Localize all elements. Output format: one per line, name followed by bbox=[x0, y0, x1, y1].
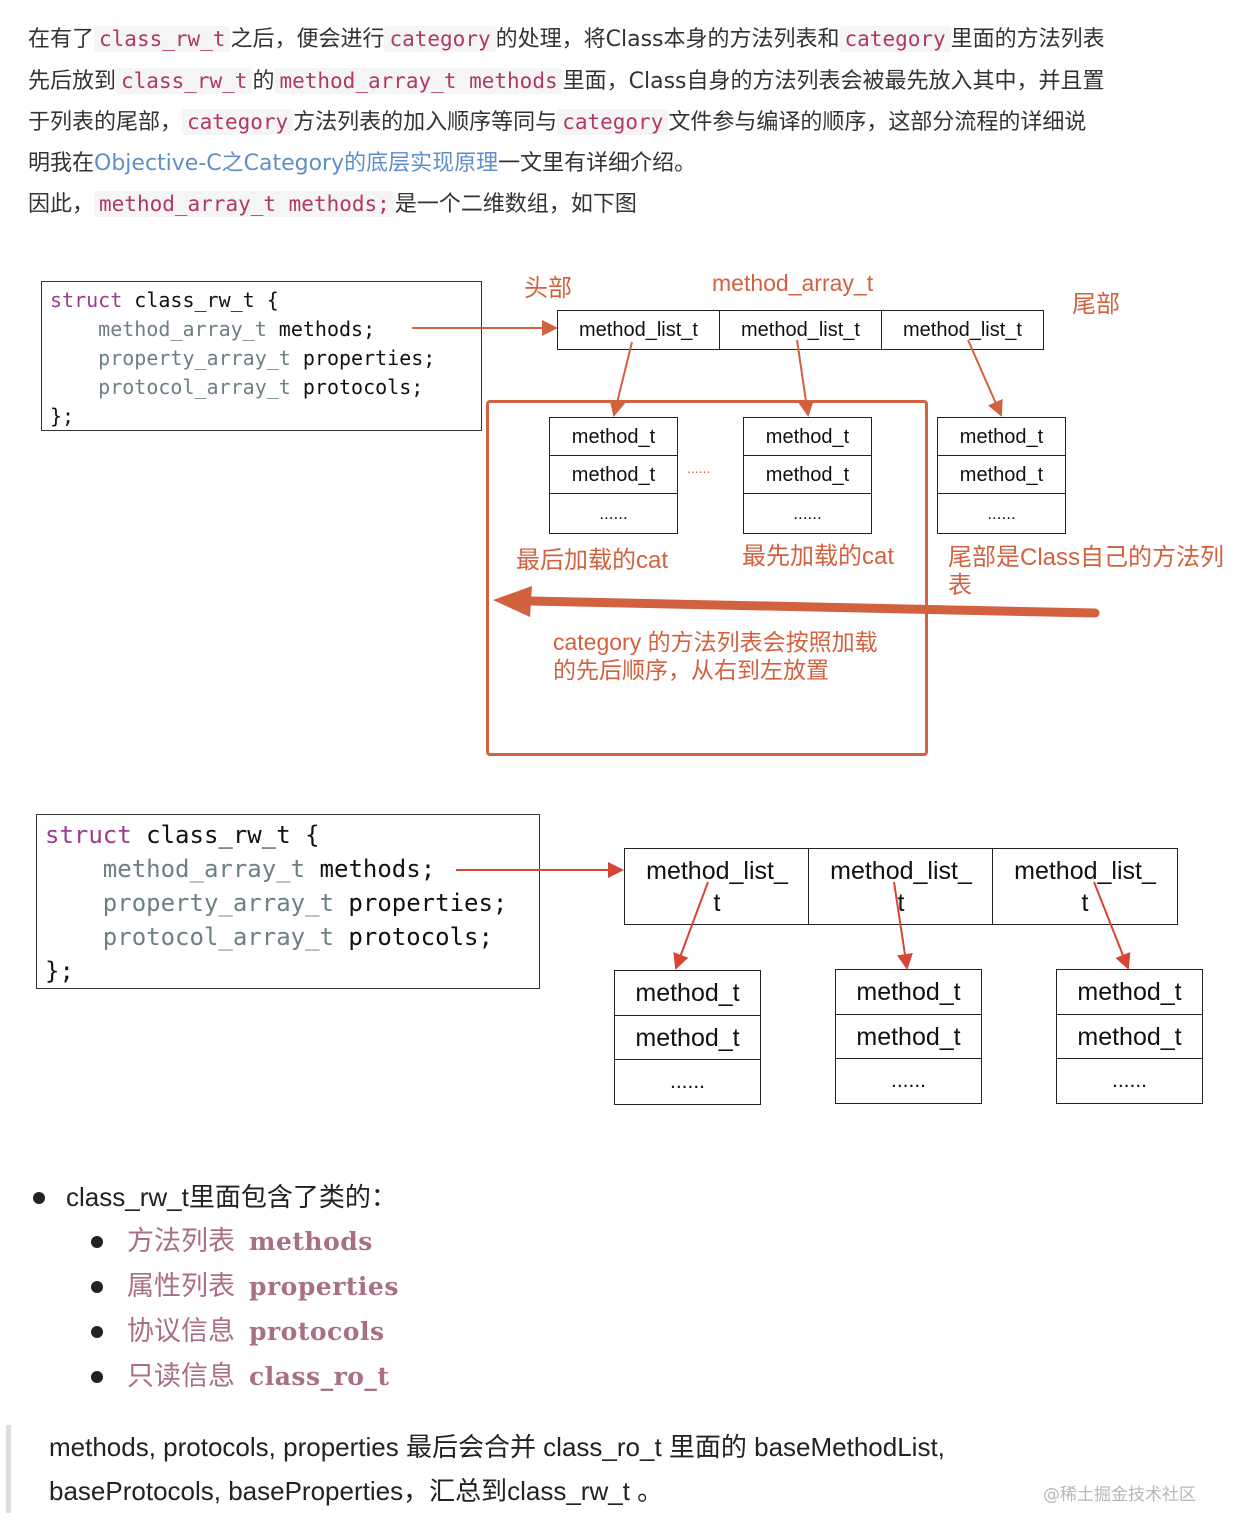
method-cell: ...... bbox=[614, 1059, 761, 1105]
method-cell: method_t bbox=[743, 417, 872, 457]
method-list-cell: method_list_t bbox=[624, 848, 810, 925]
inline-code: class_rw_t bbox=[116, 67, 253, 94]
list-1-arrow bbox=[673, 881, 709, 970]
caption-first-loaded: 最先加载的cat bbox=[742, 543, 895, 570]
category-region-box bbox=[486, 400, 928, 756]
inline-code: category bbox=[182, 109, 294, 136]
method-cell: ...... bbox=[549, 493, 678, 534]
quote-line-2: baseProtocols, baseProperties，汇总到class_r… bbox=[49, 1476, 664, 1506]
method-cell: ...... bbox=[937, 493, 1066, 534]
tail-label: 尾部 bbox=[1072, 291, 1120, 318]
method-array-label: method_array_t bbox=[712, 270, 874, 296]
method-cell: method_t bbox=[549, 455, 678, 495]
diagram-1-arrows bbox=[412, 320, 1100, 618]
struct-code-box: struct class_rw_t { method_array_t metho… bbox=[36, 814, 540, 989]
watermark: @稀土掘金技术社区 bbox=[1043, 1485, 1196, 1505]
method-list-cell: method_list_t bbox=[808, 848, 994, 925]
list-3-arrow bbox=[967, 339, 1003, 417]
inline-code: class_rw_t bbox=[94, 26, 231, 52]
order-note: category 的方法列表会按照加载 的先后顺序，从右到左放置 bbox=[553, 629, 878, 683]
method-cell: method_t bbox=[1056, 969, 1203, 1016]
diagram-2-arrows bbox=[456, 862, 1131, 970]
method-cell: method_t bbox=[835, 1014, 982, 1060]
inline-code: category bbox=[384, 26, 496, 52]
caption-last-loaded: 最后加载的cat bbox=[516, 547, 669, 574]
method-list-cell: method_list_t bbox=[992, 848, 1178, 925]
quote-line-1: methods, protocols, properties 最后会合并 cla… bbox=[49, 1432, 945, 1462]
method-cell: method_t bbox=[743, 455, 872, 495]
method-cell: method_t bbox=[614, 1015, 761, 1061]
method-list-cell: method_list_t bbox=[719, 310, 882, 350]
intro-line-5: 因此，method_array_t methods;是一个二维数组，如下图 bbox=[28, 191, 637, 218]
load-order-arrow bbox=[525, 596, 1100, 618]
inline-code: category bbox=[839, 26, 951, 52]
inline-code: method_array_t methods bbox=[274, 67, 563, 94]
method-cell: method_t bbox=[549, 417, 678, 457]
method-cell: ...... bbox=[743, 493, 872, 534]
intro-line-4: 明我在Objective-C之Category的底层实现原理一文里有详细介绍。 bbox=[28, 150, 697, 176]
load-order-arrowhead bbox=[493, 586, 532, 617]
method-cell: ...... bbox=[1056, 1058, 1203, 1104]
category-article-link[interactable]: Objective-C之Category的底层实现原理 bbox=[94, 150, 499, 176]
method-list-cell: method_list_t bbox=[881, 310, 1044, 350]
inline-code: method_array_t methods; bbox=[94, 191, 395, 218]
method-cell: method_t bbox=[614, 970, 761, 1017]
head-label: 头部 bbox=[524, 275, 572, 302]
inline-code: category bbox=[557, 109, 669, 136]
blockquote: methods, protocols, properties 最后会合并 cla… bbox=[6, 1425, 1231, 1513]
list-2-arrow bbox=[796, 339, 814, 417]
method-cell: ...... bbox=[835, 1058, 982, 1104]
list-1-arrow bbox=[609, 341, 633, 417]
between-ellipsis: ...... bbox=[687, 460, 711, 476]
list-2-arrow bbox=[893, 881, 913, 970]
caption-class-list: 尾部是Class自己的方法列表 bbox=[948, 544, 1225, 599]
struct-code-box: struct class_rw_t { method_array_t metho… bbox=[41, 281, 482, 431]
list-3-arrow bbox=[1093, 881, 1131, 970]
method-cell: method_t bbox=[1056, 1014, 1203, 1060]
method-cell: method_t bbox=[937, 417, 1066, 457]
